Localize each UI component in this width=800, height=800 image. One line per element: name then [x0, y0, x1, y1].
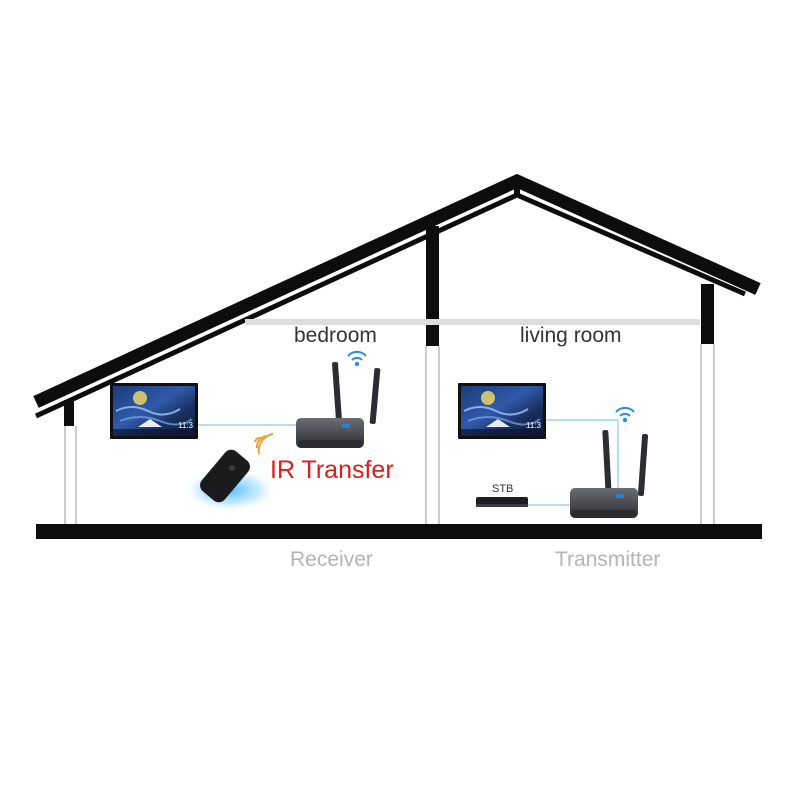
bedroom-tv: 11:3: [109, 382, 199, 440]
transmitter-device: [570, 429, 649, 518]
transmitter-label: Transmitter: [555, 548, 660, 571]
remote-control: [182, 449, 278, 512]
living-room-label: living room: [520, 324, 622, 347]
receiver-label: Receiver: [290, 548, 373, 571]
wifi-icon: [615, 406, 635, 423]
wifi-icon: [347, 350, 367, 367]
floor: [36, 524, 762, 539]
ir-transfer-label: IR Transfer: [270, 456, 394, 484]
walls: [36, 226, 762, 539]
bedroom-label: bedroom: [294, 324, 377, 347]
living-room-signal-line: [546, 419, 619, 492]
roof: [33, 173, 761, 419]
stb-device: [476, 497, 528, 507]
stb-label: STB: [492, 483, 513, 495]
svg-text:11:3: 11:3: [178, 421, 194, 430]
ir-signal-icon: [254, 433, 274, 455]
receiver-device: [296, 361, 381, 448]
living-room-tv: 11:3: [457, 382, 547, 440]
svg-text:11:3: 11:3: [526, 421, 542, 430]
